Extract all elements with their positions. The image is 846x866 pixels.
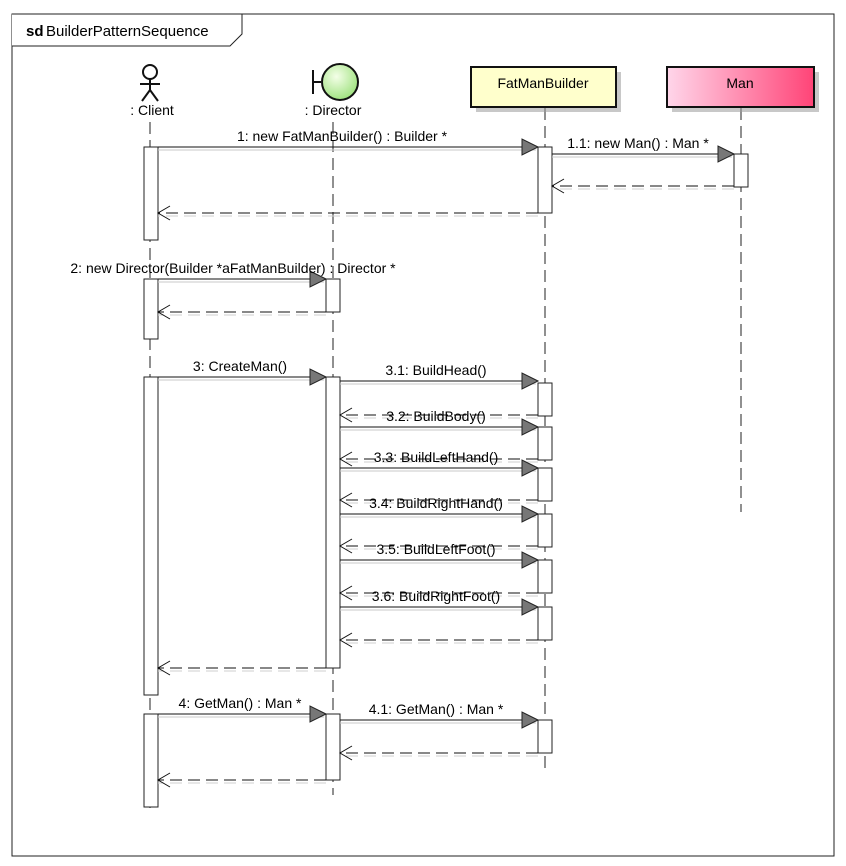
return-arrowhead bbox=[551, 178, 565, 194]
return-arrowhead bbox=[339, 451, 353, 467]
message-m3_1[interactable]: 3.1: BuildHead() bbox=[340, 362, 540, 390]
message-m3_5[interactable]: 3.5: BuildLeftFoot() bbox=[340, 541, 540, 569]
return-arrowhead bbox=[157, 205, 171, 221]
activation-director-2 bbox=[325, 278, 341, 313]
activation-client-4 bbox=[143, 713, 159, 808]
activation-builder-3-3 bbox=[537, 467, 553, 502]
activation-builder-1 bbox=[537, 146, 553, 214]
boundary-icon bbox=[312, 63, 359, 101]
message-arrowhead bbox=[521, 598, 540, 616]
activation-client-2 bbox=[143, 278, 159, 340]
message-label: 3.2: BuildBody() bbox=[386, 408, 486, 424]
message-arrowhead bbox=[521, 138, 540, 156]
message-label: 3: CreateMan() bbox=[193, 358, 287, 374]
message-label: 4.1: GetMan() : Man * bbox=[369, 701, 504, 717]
activation-builder-3-1 bbox=[537, 382, 553, 417]
message-label: 3.5: BuildLeftFoot() bbox=[376, 541, 495, 557]
return-2[interactable] bbox=[157, 304, 326, 320]
return-4[interactable] bbox=[157, 772, 326, 788]
return-3-4[interactable] bbox=[339, 538, 538, 554]
return-1-1[interactable] bbox=[551, 178, 734, 194]
activation-man-1 bbox=[733, 153, 749, 188]
return-3-5[interactable] bbox=[339, 585, 538, 601]
return-3[interactable] bbox=[157, 660, 326, 676]
activation-builder-3-2 bbox=[537, 426, 553, 461]
participant-man-label: Man bbox=[726, 75, 753, 91]
activation-client-3 bbox=[143, 376, 159, 696]
return-arrowhead bbox=[339, 632, 353, 648]
return-3-2[interactable] bbox=[339, 451, 538, 467]
message-label: 2: new Director(Builder *aFatManBuilder)… bbox=[70, 260, 396, 276]
object-box bbox=[666, 66, 815, 108]
frame-tab: sd BuilderPatternSequence bbox=[12, 13, 243, 47]
outer-border bbox=[11, 13, 835, 857]
return-3-1[interactable] bbox=[339, 407, 538, 423]
activation-builder-3-6 bbox=[537, 606, 553, 641]
message-m2[interactable]: 2: new Director(Builder *aFatManBuilder)… bbox=[70, 260, 396, 288]
participant-client[interactable]: : Client bbox=[130, 64, 174, 118]
message-m3_6[interactable]: 3.6: BuildRightFoot() bbox=[340, 588, 540, 616]
frame-keyword: sd bbox=[26, 23, 44, 40]
message-label: 4: GetMan() : Man * bbox=[179, 695, 302, 711]
activation-director-3 bbox=[325, 376, 341, 669]
message-arrowhead bbox=[309, 270, 328, 288]
return-arrowhead bbox=[157, 772, 171, 788]
participant-client-label: : Client bbox=[130, 102, 174, 118]
message-m3_2[interactable]: 3.2: BuildBody() bbox=[340, 408, 540, 436]
return-arrowhead bbox=[339, 492, 353, 508]
participant-fatmanbuilder-label: FatManBuilder bbox=[497, 75, 588, 91]
message-label: 3.6: BuildRightFoot() bbox=[372, 588, 500, 604]
activation-client-1 bbox=[143, 146, 159, 241]
activation-builder-3-4 bbox=[537, 513, 553, 548]
message-arrowhead bbox=[717, 145, 736, 163]
message-arrowhead bbox=[309, 705, 328, 723]
return-arrowhead bbox=[339, 538, 353, 554]
actor-icon bbox=[140, 64, 160, 102]
return-1[interactable] bbox=[157, 205, 538, 221]
object-box bbox=[470, 66, 617, 108]
message-arrowhead bbox=[521, 505, 540, 523]
message-arrowhead bbox=[309, 368, 328, 386]
activation-builder-3-5 bbox=[537, 559, 553, 594]
activation-director-4 bbox=[325, 713, 341, 781]
participant-director[interactable]: : Director bbox=[305, 63, 362, 118]
frame-name: BuilderPatternSequence bbox=[46, 23, 209, 40]
message-arrowhead bbox=[521, 459, 540, 477]
message-arrowhead bbox=[521, 711, 540, 729]
return-arrowhead bbox=[339, 585, 353, 601]
participant-director-label: : Director bbox=[305, 102, 362, 118]
participant-fatmanbuilder[interactable]: FatManBuilder bbox=[470, 66, 621, 112]
messages-layer: 1: new FatManBuilder() : Builder * 1.1: n… bbox=[70, 128, 736, 788]
message-arrowhead bbox=[521, 418, 540, 436]
participant-man[interactable]: Man bbox=[666, 66, 819, 112]
message-m3_4[interactable]: 3.4: BuildRightHand() bbox=[340, 495, 540, 523]
return-arrowhead bbox=[339, 407, 353, 423]
message-label: 3.3: BuildLeftHand() bbox=[374, 449, 499, 465]
return-arrowhead bbox=[339, 745, 353, 761]
message-m3[interactable]: 3: CreateMan() bbox=[158, 358, 328, 386]
message-m3_3[interactable]: 3.3: BuildLeftHand() bbox=[340, 449, 540, 477]
message-arrowhead bbox=[521, 551, 540, 569]
message-m1[interactable]: 1: new FatManBuilder() : Builder * bbox=[158, 128, 540, 156]
message-m4[interactable]: 4: GetMan() : Man * bbox=[158, 695, 328, 723]
return-3-6[interactable] bbox=[339, 632, 538, 648]
message-label: 3.4: BuildRightHand() bbox=[369, 495, 503, 511]
message-label: 1: new FatManBuilder() : Builder * bbox=[237, 128, 448, 144]
message-label: 1.1: new Man() : Man * bbox=[567, 135, 709, 151]
message-label: 3.1: BuildHead() bbox=[385, 362, 486, 378]
return-arrowhead bbox=[157, 304, 171, 320]
message-m4_1[interactable]: 4.1: GetMan() : Man * bbox=[340, 701, 540, 729]
return-arrowhead bbox=[157, 660, 171, 676]
return-3-3[interactable] bbox=[339, 492, 538, 508]
message-arrowhead bbox=[521, 372, 540, 390]
activation-builder-4 bbox=[537, 719, 553, 754]
return-4-1[interactable] bbox=[339, 745, 538, 761]
message-m1_1[interactable]: 1.1: new Man() : Man * bbox=[552, 135, 736, 163]
